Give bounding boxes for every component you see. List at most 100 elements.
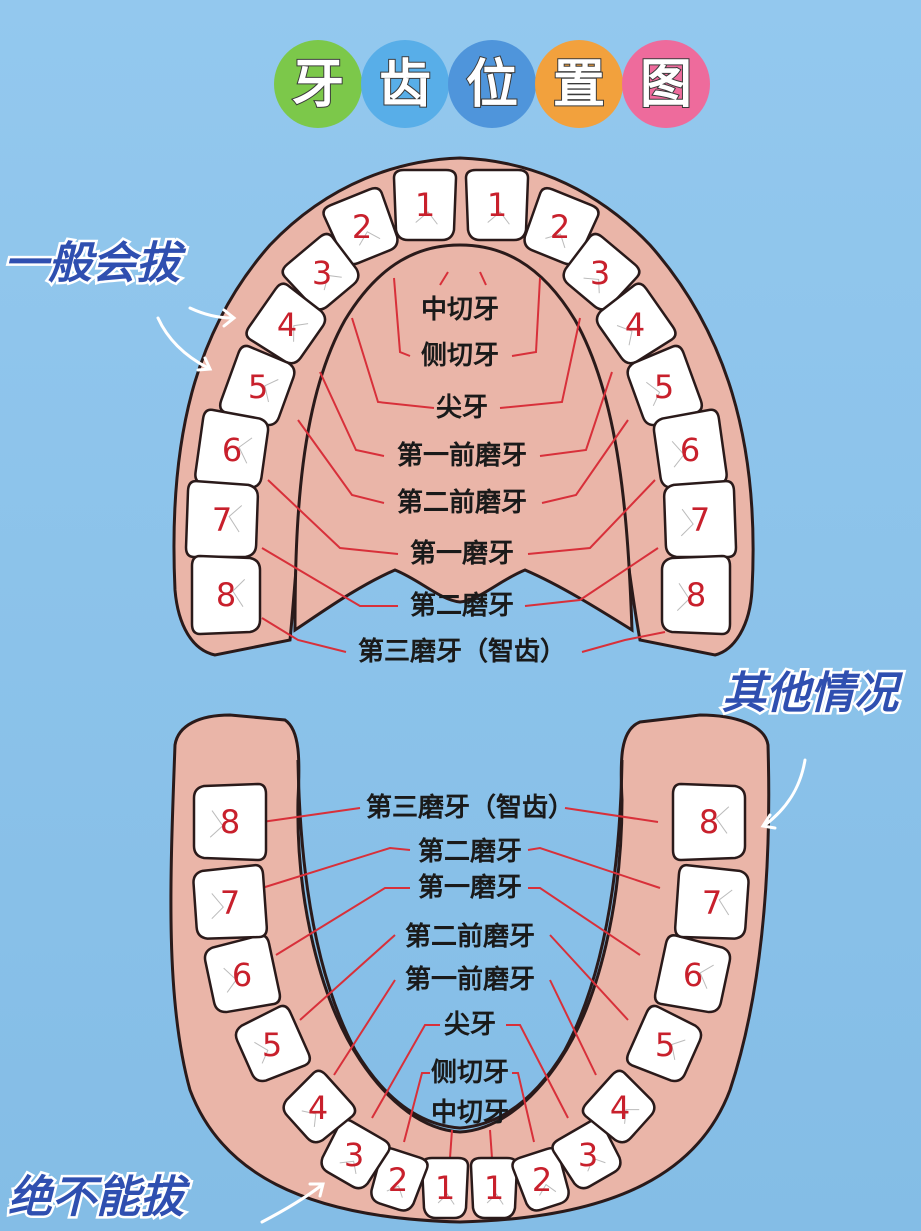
tooth-crown xyxy=(653,934,732,1014)
tooth-number: 3 xyxy=(344,1136,364,1174)
tooth-number: 7 xyxy=(220,884,240,922)
tooth-groove xyxy=(232,579,246,607)
title-circle xyxy=(622,40,710,128)
title-char: 图 xyxy=(640,55,692,115)
tooth-crown xyxy=(218,344,296,427)
tooth-number: 6 xyxy=(680,431,700,469)
tooth-number: 2 xyxy=(532,1161,552,1199)
tooth-groove xyxy=(264,379,279,403)
tooth-groove xyxy=(680,508,694,537)
leader-line xyxy=(261,617,347,653)
leader-line xyxy=(393,277,411,357)
tooth: 1 xyxy=(469,1156,519,1220)
leader-line xyxy=(564,807,659,823)
tooth-number: 2 xyxy=(352,208,372,246)
tooth-crown xyxy=(420,1156,470,1220)
tooth-groove xyxy=(718,889,733,916)
tooth-groove xyxy=(583,277,600,294)
title-char: 牙 xyxy=(292,55,344,115)
leader-line xyxy=(261,807,361,823)
leader-line xyxy=(449,1129,453,1159)
tooth-crown xyxy=(184,479,260,559)
tooth: 4 xyxy=(581,1069,656,1144)
title-circle xyxy=(361,40,449,128)
leader-line xyxy=(319,371,385,457)
tooth-number: 5 xyxy=(654,368,674,406)
tooth: 5 xyxy=(234,1004,312,1083)
tooth: 8 xyxy=(190,554,262,636)
tooth-number: 4 xyxy=(625,306,645,344)
arrow-icon xyxy=(260,1182,325,1224)
tooth-groove xyxy=(699,964,714,989)
upper-label: 中切牙 xyxy=(421,295,499,325)
tooth-groove xyxy=(301,1110,317,1127)
upper-label: 尖牙 xyxy=(436,393,488,423)
tooth-crown xyxy=(469,1156,519,1220)
leader-line xyxy=(261,846,411,889)
tooth-groove xyxy=(293,323,309,342)
tooth: 6 xyxy=(652,408,728,490)
tooth-number: 2 xyxy=(550,208,570,246)
tooth-number: 6 xyxy=(222,431,242,469)
tooth-groove xyxy=(339,1160,357,1175)
tooth-crown xyxy=(203,934,282,1014)
side-label-other-text: 其他情况 xyxy=(722,668,904,719)
tooth-crown xyxy=(673,863,750,940)
leader-line xyxy=(299,934,396,1021)
tooth-number: 7 xyxy=(212,501,232,539)
tooth: 3 xyxy=(320,1118,391,1190)
lower-label: 尖牙 xyxy=(444,1010,496,1040)
leader-line xyxy=(511,277,541,357)
tooth-crown xyxy=(625,1004,703,1083)
tooth-groove xyxy=(646,381,661,407)
tooth-crown xyxy=(581,1069,656,1144)
tooth: 7 xyxy=(673,863,750,940)
leader-line xyxy=(527,846,661,889)
tooth: 1 xyxy=(464,168,530,242)
leader-line xyxy=(267,479,399,555)
title-char: 置 xyxy=(553,55,605,115)
tooth: 8 xyxy=(660,554,732,636)
leader-line xyxy=(489,1129,493,1159)
tooth: 6 xyxy=(653,934,732,1014)
lower-label: 侧切牙 xyxy=(431,1058,509,1088)
side-label-never-text: 绝不能拔 xyxy=(8,1172,191,1223)
tooth-number: 4 xyxy=(308,1089,328,1127)
title: 牙齿位置图 xyxy=(274,40,710,128)
title-circle xyxy=(535,40,623,128)
tooth-crown xyxy=(660,554,732,636)
tooth-number: 1 xyxy=(487,186,507,224)
tooth-number: 8 xyxy=(216,576,236,614)
tooth-groove xyxy=(437,1193,455,1205)
tooth-number: 3 xyxy=(578,1136,598,1174)
tooth-groove xyxy=(323,274,342,291)
tooth-crown xyxy=(192,863,269,940)
tooth: 8 xyxy=(671,782,747,862)
upper-label: 第二前磨牙 xyxy=(397,487,527,518)
leader-line xyxy=(539,371,613,457)
side-label-other: 其他情况 xyxy=(720,666,907,722)
arrow-icon xyxy=(188,306,237,328)
tooth-number: 4 xyxy=(277,306,297,344)
leader-line xyxy=(528,887,641,956)
tooth-number: 1 xyxy=(435,1169,455,1207)
arrow-icon xyxy=(156,316,213,372)
tooth-groove xyxy=(671,440,685,468)
leader-line xyxy=(581,631,666,653)
tooth-groove xyxy=(715,806,730,834)
tooth: 3 xyxy=(551,1118,622,1190)
tooth: 4 xyxy=(282,1069,357,1144)
leader-line xyxy=(549,979,597,1076)
tooth: 5 xyxy=(625,1004,703,1083)
side-label-general: 一般会拔 xyxy=(2,236,190,292)
title-circle xyxy=(448,40,536,128)
upper-label: 第一磨牙 xyxy=(410,538,514,569)
tooth-number: 4 xyxy=(610,1089,630,1127)
leader-line xyxy=(541,419,629,504)
tooth-groove xyxy=(228,505,243,533)
tooth-crown xyxy=(392,168,458,242)
tooth-groove xyxy=(254,1041,269,1064)
